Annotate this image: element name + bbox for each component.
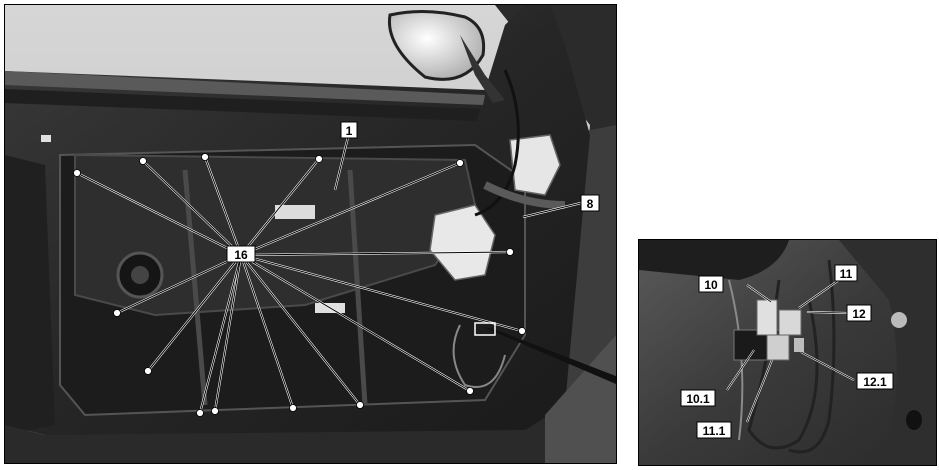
callout-1: 1 (340, 121, 358, 139)
callout-16-label: 16 (234, 248, 248, 262)
zoom-pointer (483, 327, 616, 384)
callout-12-label: 12 (852, 307, 866, 321)
callout-1-label: 1 (346, 124, 353, 138)
callout-10: 10 (698, 275, 724, 293)
callout-10-1: 10.1 (680, 389, 716, 407)
callout-12: 12 (846, 304, 872, 322)
callout-12-1-label: 12.1 (863, 375, 887, 389)
callout-8-label: 8 (587, 197, 594, 211)
callout-10-1-label: 10.1 (686, 392, 710, 406)
callout-11-1-label: 11.1 (703, 424, 726, 438)
callout-11-label: 11 (840, 267, 853, 281)
callout-10-label: 10 (704, 278, 718, 292)
fastener-markers (73, 153, 526, 417)
callout-11-1: 11.1 (696, 421, 732, 439)
callout-8: 8 (580, 194, 600, 212)
inset-photo: 10 11 12 10.1 12.1 11.1 (638, 239, 937, 466)
main-photo: 1 8 16 (4, 4, 617, 464)
callout-16: 16 (226, 245, 256, 263)
connector-detail-illustration: 10 11 12 10.1 12.1 11.1 (639, 240, 936, 465)
callout-12-1: 12.1 (856, 372, 894, 390)
callout-11: 11 (834, 264, 858, 282)
door-illustration: 1 8 16 (5, 5, 616, 463)
